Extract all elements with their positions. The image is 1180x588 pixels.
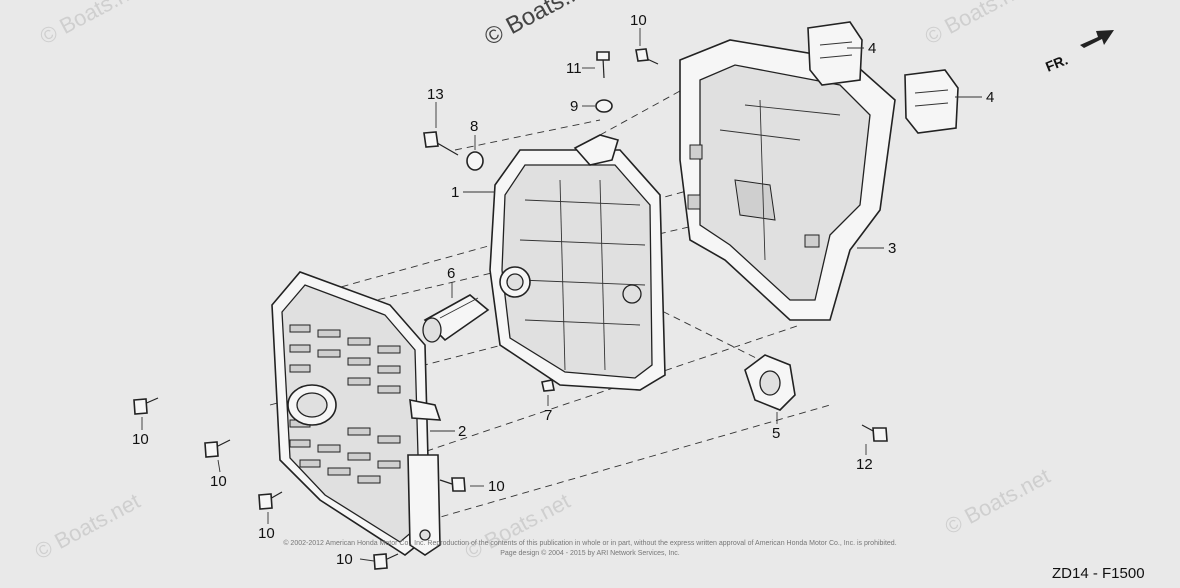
part-8-collar: [466, 151, 484, 171]
part-10-bolt-bottom: [373, 553, 399, 570]
front-direction-label: FR.: [1043, 51, 1070, 74]
copyright-line-2: Page design © 2004 - 2015 by ARI Network…: [500, 549, 680, 557]
copyright-line-1: © 2002-2012 American Honda Motor Co., In…: [283, 539, 896, 547]
hardware: [133, 48, 888, 570]
watermark: © Boats.net: [31, 488, 145, 564]
part-10-bolt-right: [439, 477, 466, 492]
part-11-bolt: [596, 51, 610, 79]
part-label-1: 1: [451, 184, 459, 201]
part-1-muffler: [489, 134, 666, 391]
part-label-7: 7: [544, 407, 552, 424]
part-label-4-lower: 4: [986, 89, 994, 106]
grille-slots: [289, 324, 401, 484]
watermark: © Boats.net: [36, 0, 150, 49]
part-10-bolt-mid: [204, 439, 231, 458]
part-6-spark-arrester: [422, 294, 490, 343]
part-label-5: 5: [772, 425, 780, 442]
part-label-2: 2: [458, 423, 466, 440]
part-label-3: 3: [888, 240, 896, 257]
part-2-muffler-cover: [271, 271, 442, 556]
part-label-13: 13: [427, 86, 444, 103]
part-7-bolt: [541, 379, 555, 392]
part-10-bolt-low: [258, 491, 283, 510]
part-label-10-left: 10: [132, 431, 149, 448]
leader-lines: [141, 28, 982, 562]
part-label-10-low: 10: [258, 525, 275, 542]
part-label-11: 11: [566, 60, 582, 77]
part-4-clip-lower: [904, 69, 959, 134]
watermark-main: © Boats.net: [480, 0, 604, 51]
part-label-6: 6: [447, 265, 455, 282]
diagram-code: ZD14 - F1500: [1052, 565, 1145, 582]
part-label-4-upper: 4: [868, 40, 876, 57]
part-label-10-mid: 10: [210, 473, 227, 490]
part-4-clip-upper: [807, 21, 863, 86]
part-3-protector: [679, 39, 896, 321]
part-9-washer: [595, 99, 613, 113]
part-10-bolt-top: [635, 48, 659, 65]
part-10-bolt-left: [133, 397, 159, 415]
front-arrow-icon: [1080, 30, 1114, 48]
watermark: © Boats.net: [921, 0, 1035, 49]
part-label-10-top: 10: [630, 12, 647, 29]
part-12-bolt: [861, 424, 888, 442]
part-13-bolt: [423, 131, 459, 156]
part-label-10-bottom: 10: [336, 551, 353, 568]
part-labels: 4 4 3 1 2 11 9 13 8 10 6 7 5 12 10 10 10…: [132, 12, 994, 568]
part-label-8: 8: [470, 118, 478, 135]
watermark: © Boats.net: [941, 463, 1055, 539]
part-label-9: 9: [570, 98, 578, 115]
part-label-12: 12: [856, 456, 873, 473]
part-5-gasket: [744, 354, 796, 411]
part-label-10-right: 10: [488, 478, 505, 495]
footer: © 2002-2012 American Honda Motor Co., In…: [283, 539, 1144, 582]
front-direction-indicator: FR.: [1043, 30, 1114, 75]
